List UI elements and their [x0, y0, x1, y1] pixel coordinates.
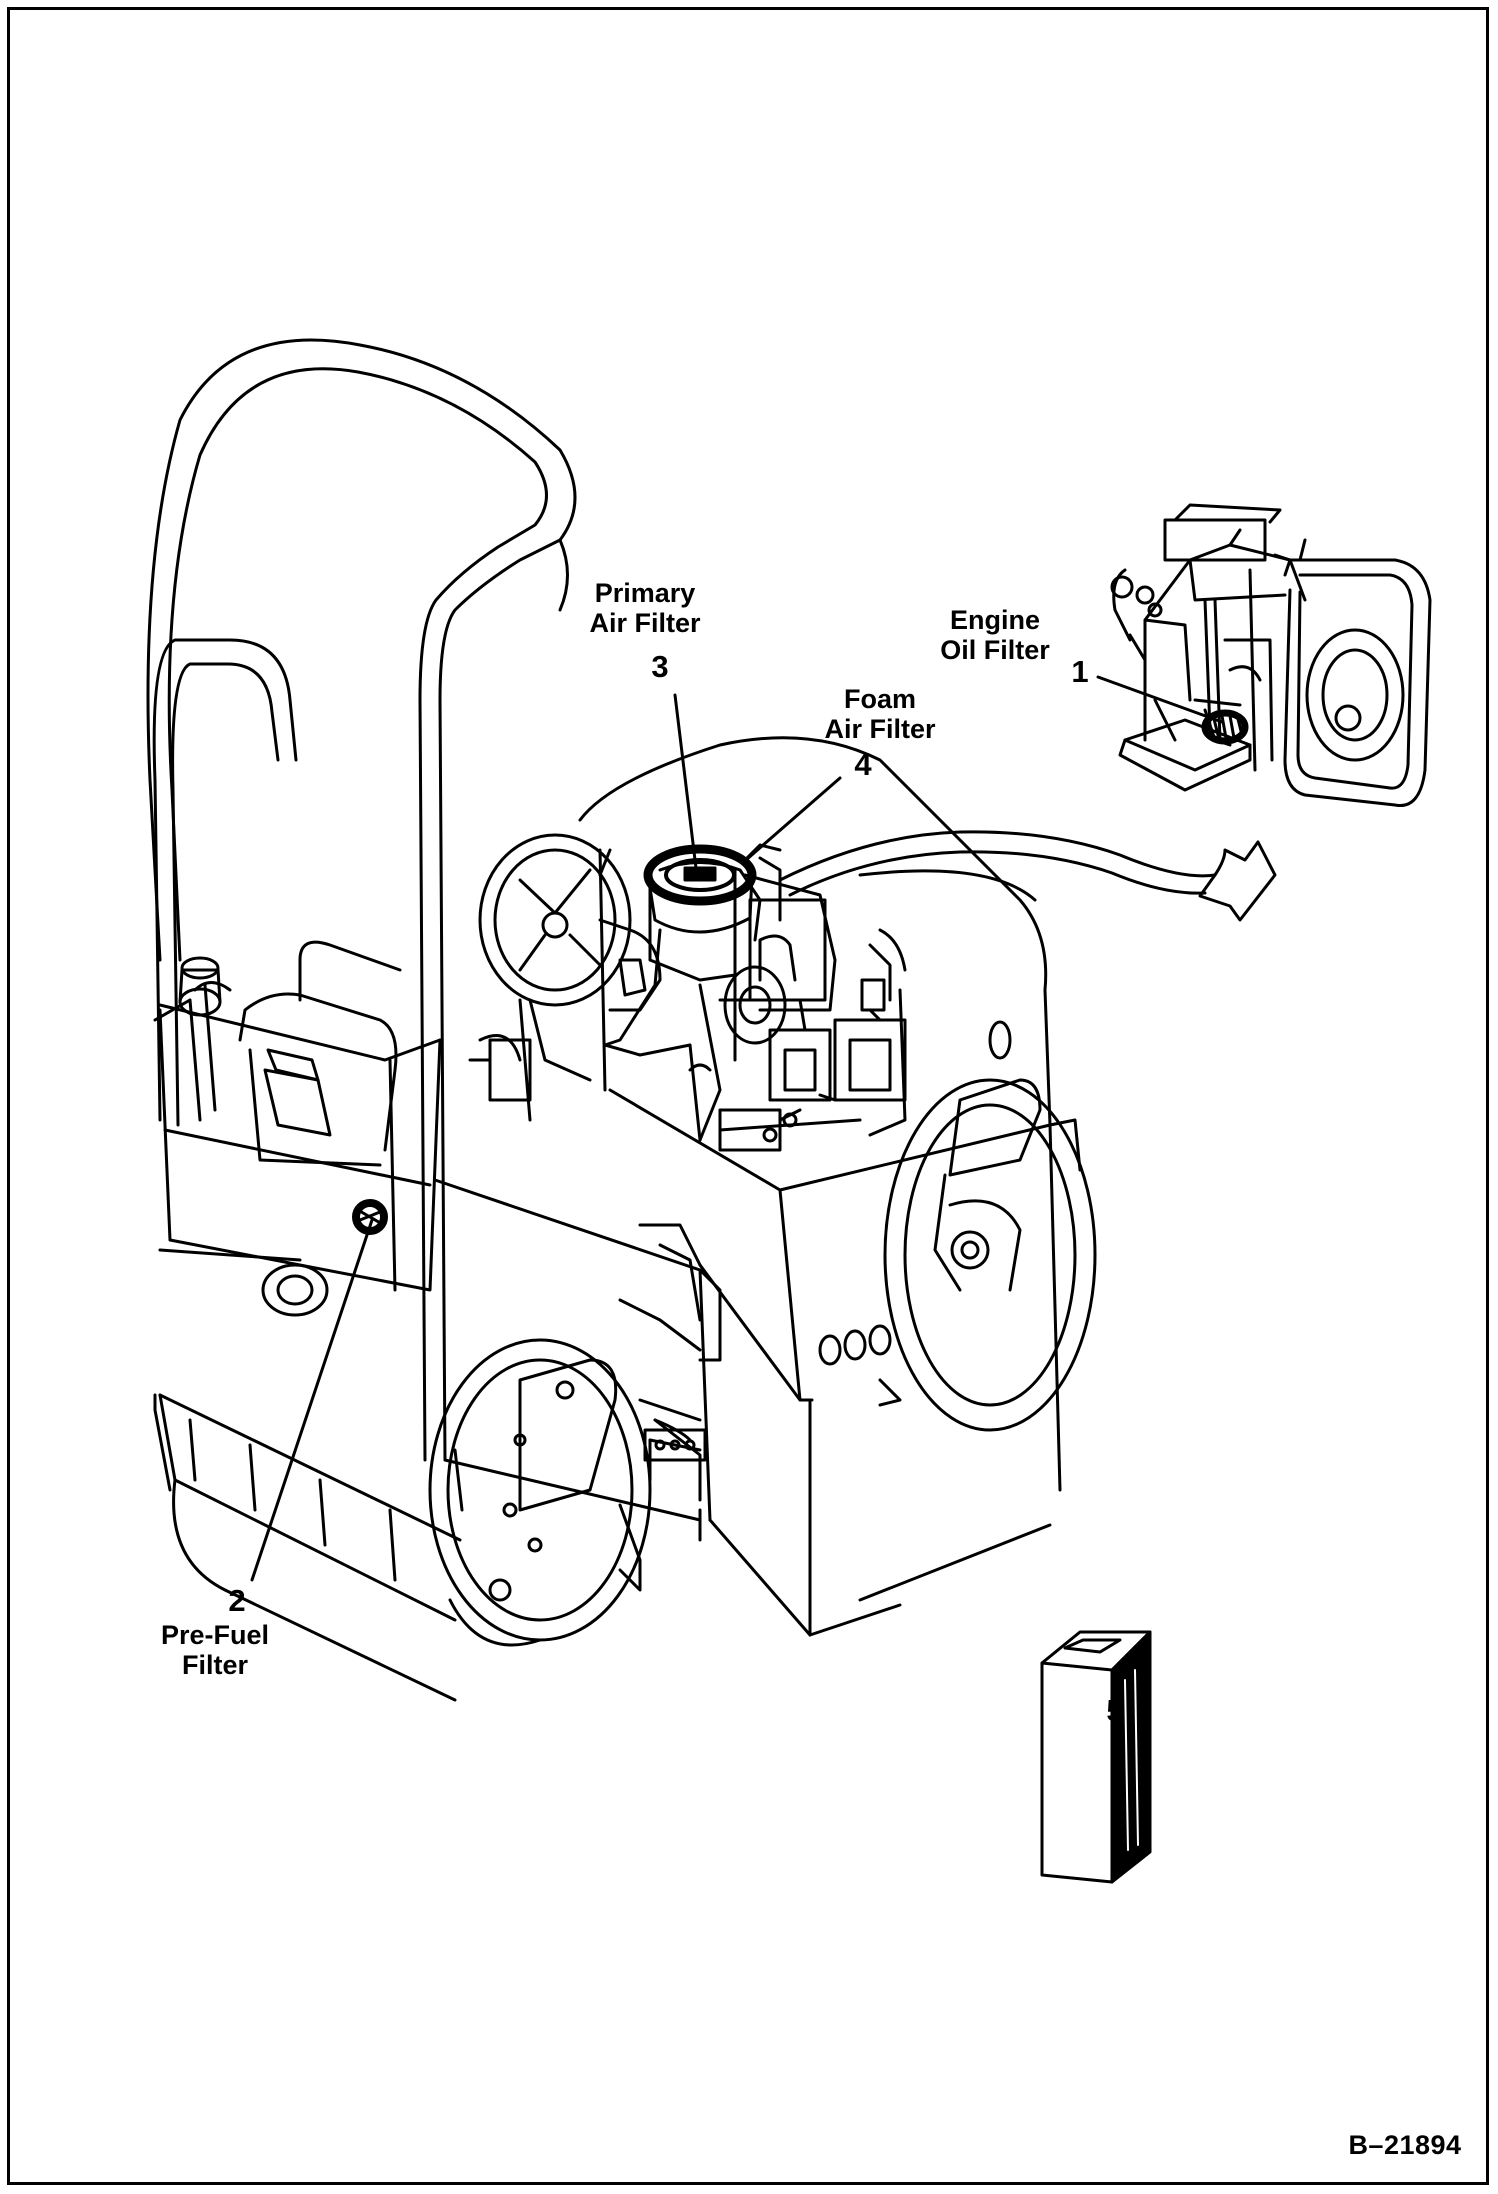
chassis [433, 1178, 722, 1542]
steering-wheel [468, 833, 662, 1122]
rear-hood [578, 736, 1062, 1637]
rops-frame [146, 338, 577, 1512]
front-body [153, 956, 442, 1317]
engine-detail-inset [1110, 503, 1432, 808]
callout-number-1: 1 [1071, 654, 1089, 689]
engine-assembly [603, 861, 907, 1152]
pre-fuel-filter [352, 1199, 388, 1235]
callout-name-pre-fuel-filter: Pre-Fuel Filter [160, 1620, 270, 1681]
page-border [7, 7, 1489, 2185]
callout-name-engine-oil-filter: Engine Oil Filter [940, 605, 1050, 666]
callout-number-2: 2 [228, 1583, 246, 1618]
air-filter-cartridge [1040, 1630, 1152, 1884]
operator-seat [238, 940, 402, 1167]
air-filter-housing [643, 843, 782, 934]
callout-number-3: 3 [651, 649, 669, 684]
callout-name-foam-air-filter: Foam Air Filter [824, 684, 936, 745]
diagram-reference-code: B–21894 [1348, 2130, 1462, 2160]
front-drum [153, 1338, 652, 1702]
rear-drum [878, 1020, 1097, 1432]
engine-hose [778, 830, 1277, 922]
callout-name-primary-air-filter: Primary Air Filter [589, 578, 701, 639]
callout-number-5: 5 [1106, 1693, 1124, 1728]
callout-number-4: 4 [854, 747, 872, 782]
leader-lines [250, 675, 1224, 1760]
